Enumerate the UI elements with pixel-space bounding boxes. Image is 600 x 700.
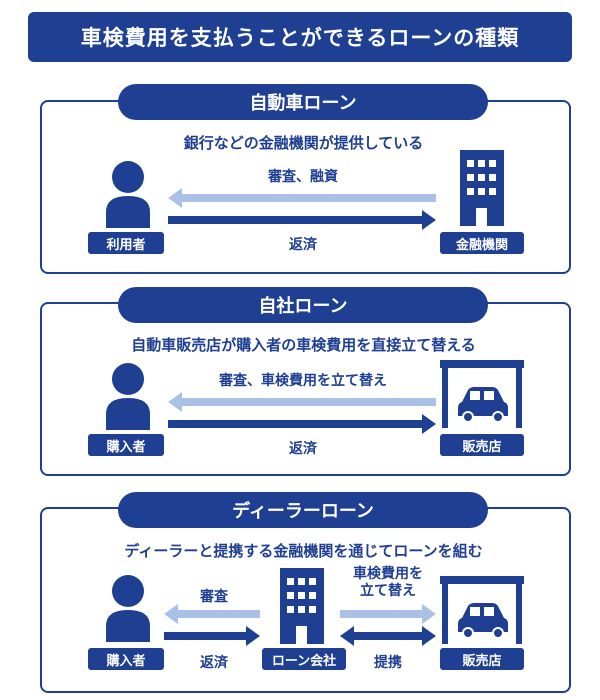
tag-dealer: 販売店: [440, 434, 524, 456]
tag-user: 利用者: [88, 232, 164, 254]
arrow-label-advance: 車検費用を 立て替え: [340, 566, 436, 600]
section-description: 自動車販売店が購入者の車検費用を直接立て替える: [131, 336, 476, 354]
person-icon: [106, 575, 150, 642]
tag-purchaser: 購入者: [88, 434, 164, 456]
arrow-label-bottom: 返済: [289, 441, 317, 457]
arrow-right: [168, 414, 436, 434]
arrow-label-top: 審査、車検費用を立て替え: [219, 373, 387, 389]
arrow-label-partnership: 提携: [374, 655, 402, 671]
person-icon: [106, 363, 150, 430]
tag-financial-institution: 金融機関: [440, 232, 524, 254]
section-title-dealer-loan: ディーラーローン: [118, 492, 488, 528]
page-title: 車検費用を支払うことができるローンの種類: [28, 12, 572, 62]
section-title-in-house-loan: 自社ローン: [118, 287, 488, 323]
arrow-label-advance-line2: 立て替え: [360, 583, 416, 599]
arrow-label-bottom: 返済: [289, 237, 317, 253]
arrow-label-top: 審査、融資: [268, 169, 338, 185]
arrow-label-advance-line1: 車検費用を: [353, 566, 423, 582]
arrow-label-review: 審査: [200, 589, 228, 605]
section-description: 銀行などの金融機関が提供している: [183, 134, 424, 152]
arrow-double: [340, 626, 436, 646]
person-icon: [106, 161, 150, 228]
car-garage-icon: [440, 576, 524, 644]
arrow-right: [168, 210, 436, 230]
arrow-right: [340, 604, 436, 624]
building-icon: [460, 150, 504, 226]
arrow-left: [168, 188, 436, 208]
arrow-label-repayment: 返済: [200, 655, 228, 671]
tag-loan-company: ローン会社: [262, 648, 346, 670]
section-title-auto-loan: 自動車ローン: [118, 84, 488, 120]
arrow-left: [168, 392, 436, 412]
arrow-left: [164, 604, 260, 624]
arrow-right: [164, 626, 260, 646]
car-garage-icon: [440, 360, 524, 428]
building-icon: [280, 568, 324, 644]
tag-dealer: 販売店: [440, 648, 524, 670]
section-description: ディーラーと提携する金融機関を通じてローンを組む: [124, 542, 483, 560]
tag-purchaser: 購入者: [88, 648, 164, 670]
